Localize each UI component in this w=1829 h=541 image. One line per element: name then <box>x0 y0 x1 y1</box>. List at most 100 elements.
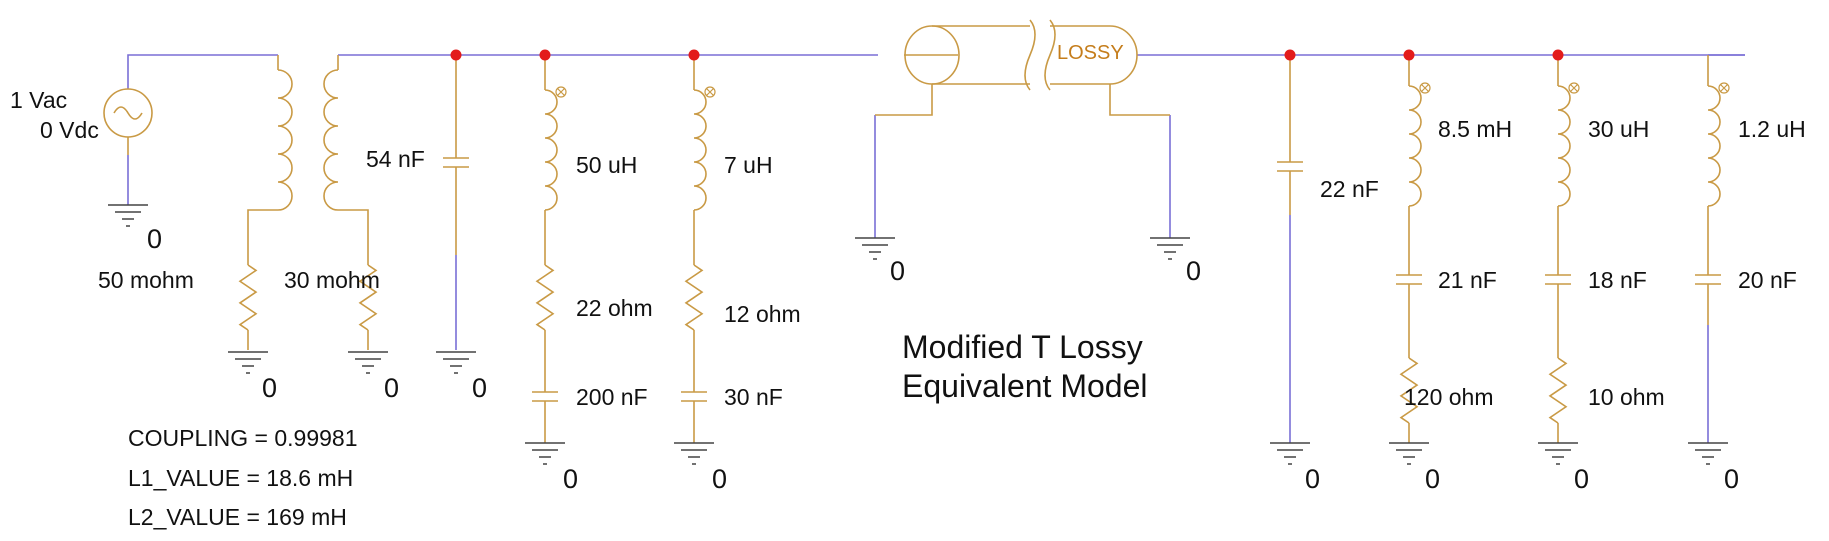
branch-c-resistor-label: 120 ohm <box>1404 384 1494 410</box>
branch-a-inductor-label: 50 uH <box>576 152 637 178</box>
source-top-wire <box>127 54 278 89</box>
ground-tline-left <box>855 237 895 260</box>
tline-shield-left <box>932 25 1030 85</box>
shunt-cap-right-label: 22 nF <box>1320 176 1379 202</box>
branch-b-resistor-label: 12 ohm <box>724 301 801 327</box>
node-shunt-left <box>450 49 462 61</box>
ground-branch-c <box>1389 442 1429 465</box>
node-branch-d <box>1552 49 1564 61</box>
ground-shunt-left <box>436 351 476 374</box>
node-branch-b <box>688 49 700 61</box>
ground-shunt-right <box>1270 442 1310 465</box>
branch-c-inductor <box>1408 85 1422 207</box>
ground-source <box>108 204 148 227</box>
ground-primary-label: 0 <box>262 373 277 403</box>
shunt-cap-right <box>1277 161 1303 172</box>
ground-shunt-right-label: 0 <box>1305 464 1320 494</box>
branch-e-inductor-polarity-dot <box>1718 82 1730 94</box>
wires <box>127 54 1745 443</box>
diagram-title-line-1: Modified T Lossy <box>902 329 1143 365</box>
tline-left-shield-lead <box>875 84 933 116</box>
branch-d-inductor-polarity-dot <box>1568 82 1580 94</box>
branch-e-inductor-polarity-cross <box>1720 84 1728 92</box>
shunt-cap-left <box>443 157 469 168</box>
branch-a-resistor-label: 22 ohm <box>576 295 653 321</box>
secondary-winding <box>323 69 339 211</box>
secondary-bottom-lead <box>338 209 369 265</box>
ground-tline-right-label: 0 <box>1186 256 1201 286</box>
branch-b-capacitor-label: 30 nF <box>724 384 783 410</box>
ground-source-label: 0 <box>147 224 162 254</box>
branch-b-inductor-polarity-dot <box>704 86 716 98</box>
branch-d-capacitor <box>1545 274 1571 285</box>
branch-a-capacitor <box>532 391 558 402</box>
primary-winding <box>277 69 293 211</box>
branch-d-inductor-label: 30 uH <box>1588 116 1649 142</box>
ground-branch-b <box>674 442 714 465</box>
branch-b-capacitor <box>681 391 707 402</box>
node-branch-a <box>539 49 551 61</box>
ground-branch-d <box>1538 442 1578 465</box>
branch-e-inductor <box>1707 85 1721 207</box>
branch-c-inductor-polarity-dot <box>1419 82 1431 94</box>
ac-source-wave <box>113 106 143 120</box>
tline-shield-right <box>1050 25 1138 85</box>
branch-c-resistor <box>1399 357 1419 424</box>
ground-branch-a <box>525 442 565 465</box>
branch-a-capacitor-label: 200 nF <box>576 384 648 410</box>
ground-branch-d-label: 0 <box>1574 464 1589 494</box>
ground-branch-b-label: 0 <box>712 464 727 494</box>
ground-branch-a-label: 0 <box>563 464 578 494</box>
tline-break-marks <box>1024 19 1056 91</box>
secondary-resistor-label: 30 mohm <box>284 267 380 293</box>
branch-d-inductor-polarity-cross <box>1570 84 1578 92</box>
ground-branch-e <box>1688 442 1728 465</box>
branch-b-inductor <box>693 89 707 211</box>
node-shunt-right <box>1284 49 1296 61</box>
l2-value-param: L2_VALUE = 169 mH <box>128 504 347 530</box>
junction-nodes <box>450 49 1564 61</box>
source-offset-label: 0 Vdc <box>40 117 99 143</box>
branch-c-capacitor <box>1396 274 1422 285</box>
lossy-transmission-line <box>875 19 1170 116</box>
branch-d-resistor-label: 10 ohm <box>1588 384 1665 410</box>
diagram-title-line-2: Equivalent Model <box>902 368 1147 404</box>
branch-a-resistor <box>535 264 555 331</box>
branch-e-inductor-label: 1.2 uH <box>1738 116 1806 142</box>
branch-e-capacitor-label: 20 nF <box>1738 267 1797 293</box>
ground-tline-right <box>1150 237 1190 260</box>
branch-a-inductor-polarity-dot <box>555 86 567 98</box>
primary-resistor <box>238 264 258 331</box>
ground-primary <box>228 351 268 374</box>
branch-c-inductor-label: 8.5 mH <box>1438 116 1512 142</box>
branch-d-inductor <box>1557 85 1571 207</box>
shunt-cap-left-label: 54 nF <box>366 146 425 172</box>
ground-secondary <box>348 351 388 374</box>
ground-branch-c-label: 0 <box>1425 464 1440 494</box>
branch-b-inductor-label: 7 uH <box>724 152 773 178</box>
tline-right-shield-lead <box>1109 84 1170 116</box>
coupling-param: COUPLING = 0.99981 <box>128 425 357 451</box>
branch-c-inductor-polarity-cross <box>1421 84 1429 92</box>
primary-resistor-label: 50 mohm <box>98 267 194 293</box>
branch-d-capacitor-label: 18 nF <box>1588 267 1647 293</box>
components <box>103 55 1730 443</box>
branch-b-resistor <box>684 264 704 331</box>
ground-branch-e-label: 0 <box>1724 464 1739 494</box>
branch-d-resistor <box>1548 357 1568 424</box>
branch-a-inductor <box>544 89 558 211</box>
branch-c-capacitor-label: 21 nF <box>1438 267 1497 293</box>
secondary-resistor <box>358 264 378 331</box>
branch-e-capacitor <box>1695 274 1721 285</box>
branch-b-inductor-polarity-cross <box>706 88 714 96</box>
node-branch-c <box>1403 49 1415 61</box>
ground-shunt-left-label: 0 <box>472 373 487 403</box>
primary-bottom-lead <box>247 209 278 265</box>
ground-secondary-label: 0 <box>384 373 399 403</box>
source-amplitude-label: 1 Vac <box>10 87 67 113</box>
branch-a-inductor-polarity-cross <box>557 88 565 96</box>
lossy-line-label: LOSSY <box>1057 42 1124 64</box>
l1-value-param: L1_VALUE = 18.6 mH <box>128 465 353 491</box>
